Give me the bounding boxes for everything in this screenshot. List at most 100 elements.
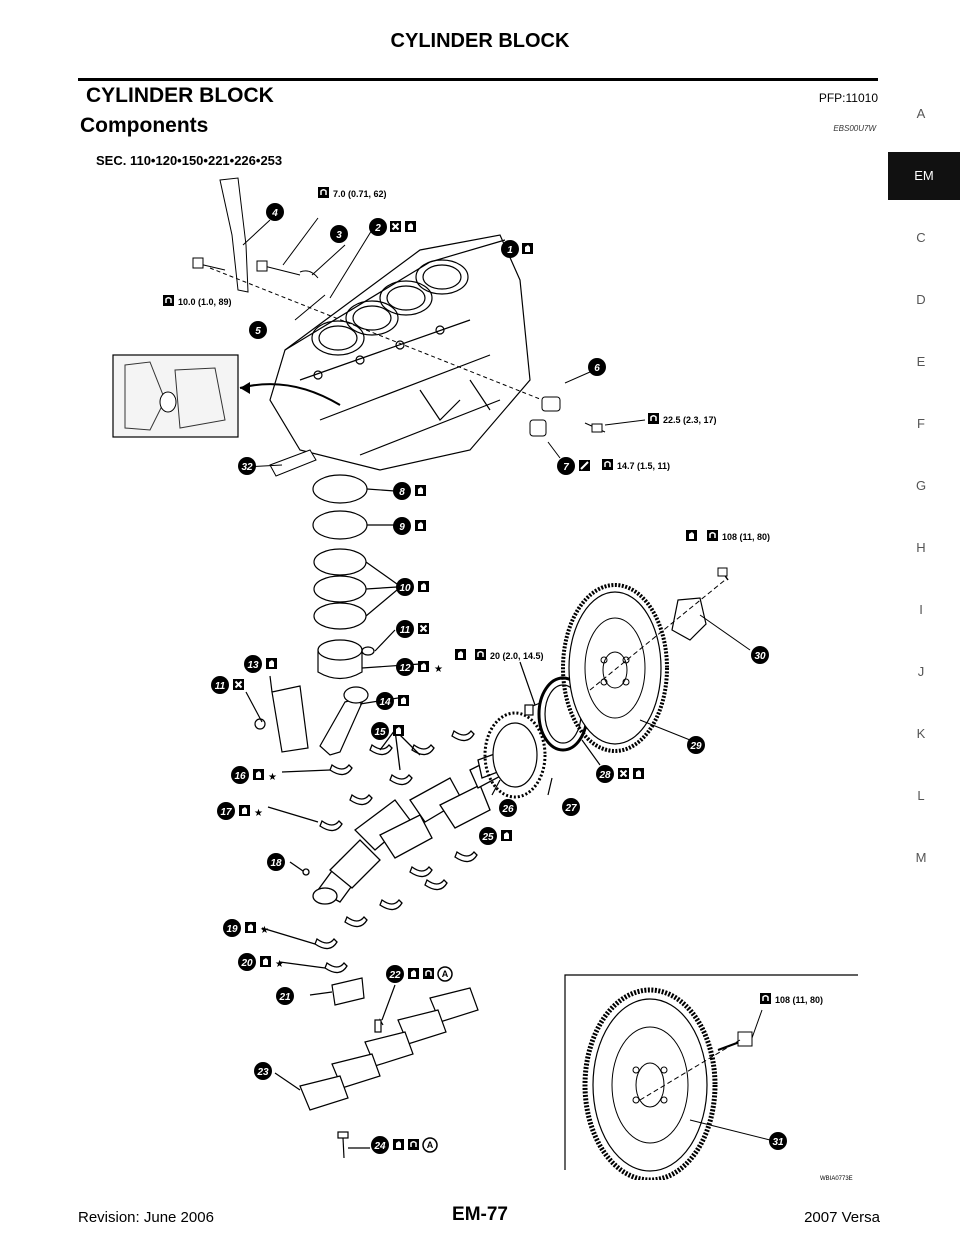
tab-m[interactable]: M xyxy=(915,850,927,865)
svg-text:11: 11 xyxy=(400,625,411,636)
callout-7: 7 xyxy=(557,457,591,475)
callout-32: 32 xyxy=(238,457,256,475)
tab-a[interactable]: A xyxy=(916,106,926,121)
svg-text:30: 30 xyxy=(754,651,766,662)
svg-text:10: 10 xyxy=(399,583,411,594)
callout-29: 29 xyxy=(687,736,705,754)
callout-15: 15 xyxy=(371,722,404,740)
svg-text:6: 6 xyxy=(594,363,600,374)
tab-d[interactable]: D xyxy=(916,292,926,307)
callout-17: 17 xyxy=(217,802,250,820)
flywheel-inset xyxy=(564,974,858,1180)
svg-text:24: 24 xyxy=(373,1141,386,1152)
tab-c[interactable]: C xyxy=(916,230,926,245)
index-tabs: A EM C D E F G H I J K L M xyxy=(882,0,960,1242)
svg-text:19: 19 xyxy=(226,924,238,935)
svg-text:26: 26 xyxy=(501,804,514,815)
tab-l[interactable]: L xyxy=(917,788,925,803)
callout-14: 14 xyxy=(376,692,409,710)
svg-text:17: 17 xyxy=(220,807,232,818)
piston-rod xyxy=(245,629,421,756)
svg-text:3: 3 xyxy=(336,230,342,241)
torque-label: 108 (11, 80) xyxy=(775,995,823,1005)
tab-i[interactable]: I xyxy=(919,602,923,617)
page-header: CYLINDER BLOCK xyxy=(390,30,570,52)
tab-h[interactable]: H xyxy=(916,540,926,555)
callout-25: 25 xyxy=(479,827,512,845)
drive-plate xyxy=(561,567,751,753)
svg-text:22: 22 xyxy=(388,970,401,981)
sec-line: SEC. 110•120•150•221•226•253 xyxy=(96,153,283,168)
svg-text:1: 1 xyxy=(507,245,513,256)
piston-rings xyxy=(312,474,398,630)
main-bearing-caps xyxy=(274,977,479,1159)
svg-text:4: 4 xyxy=(271,208,278,219)
svg-text:★: ★ xyxy=(254,808,263,819)
svg-text:★: ★ xyxy=(260,925,269,936)
callout-12: 12 xyxy=(396,658,429,676)
star-markers: ★ ★ ★ ★ ★ xyxy=(254,664,443,970)
header-rule xyxy=(78,78,878,81)
svg-text:A: A xyxy=(427,1140,434,1150)
tab-j[interactable]: J xyxy=(917,664,925,679)
callout-18: 18 xyxy=(267,853,285,871)
callout-11b: 11 xyxy=(211,676,245,694)
torque-label: 10.0 (1.0, 89) xyxy=(178,297,232,307)
callout-11a: 11 xyxy=(396,620,430,638)
subsection-code: EBS00U7W xyxy=(833,124,876,133)
callout-8: 8 xyxy=(393,482,426,500)
cylinder-block xyxy=(269,234,531,471)
svg-text:A: A xyxy=(442,969,449,979)
callout-31: 31 xyxy=(769,1132,787,1150)
svg-text:29: 29 xyxy=(689,741,702,752)
crankshaft xyxy=(289,751,509,905)
bearing-shells xyxy=(261,729,478,974)
tab-em[interactable]: EM xyxy=(888,152,960,200)
svg-text:9: 9 xyxy=(399,522,405,533)
torque-label: 22.5 (2.3, 17) xyxy=(663,415,717,425)
callout-9: 9 xyxy=(393,517,426,535)
svg-text:★: ★ xyxy=(434,664,443,675)
section-code: PFP:11010 xyxy=(818,91,878,105)
svg-text:31: 31 xyxy=(772,1137,784,1148)
svg-text:27: 27 xyxy=(564,803,577,814)
svg-text:12: 12 xyxy=(399,663,411,674)
svg-text:7: 7 xyxy=(563,462,569,473)
section-title: CYLINDER BLOCK xyxy=(86,84,274,107)
svg-text:28: 28 xyxy=(598,770,611,781)
torque-label: 14.7 (1.5, 11) xyxy=(617,461,670,471)
svg-text:21: 21 xyxy=(278,992,291,1003)
svg-text:2: 2 xyxy=(374,223,381,234)
callout-10: 10 xyxy=(396,578,429,596)
detail-inset xyxy=(112,354,341,438)
callout-22: 22 A xyxy=(386,965,453,983)
callout-21: 21 xyxy=(276,987,294,1005)
footer-revision: Revision: June 2006 xyxy=(78,1209,214,1226)
page-number: EM-77 xyxy=(452,1204,508,1225)
svg-text:11: 11 xyxy=(215,681,226,692)
tab-k[interactable]: K xyxy=(916,726,926,741)
subsection-title: Components xyxy=(80,114,209,137)
svg-text:32: 32 xyxy=(241,462,253,473)
tab-g[interactable]: G xyxy=(915,478,927,493)
tab-e[interactable]: E xyxy=(916,354,926,369)
callout-6: 6 xyxy=(588,358,606,376)
svg-text:15: 15 xyxy=(374,727,386,738)
svg-text:25: 25 xyxy=(481,832,494,843)
callout-4: 4 xyxy=(266,203,284,221)
svg-text:5: 5 xyxy=(255,326,261,337)
callout-23: 23 xyxy=(254,1062,272,1080)
svg-text:★: ★ xyxy=(275,959,284,970)
svg-text:14: 14 xyxy=(379,697,391,708)
torque-label: 108 (11, 80) xyxy=(722,532,770,542)
callout-27: 27 xyxy=(562,798,580,816)
callout-1: 1 xyxy=(501,240,533,258)
callout-19: 19 xyxy=(223,919,256,937)
tab-f[interactable]: F xyxy=(917,416,925,431)
side-parts xyxy=(244,371,646,477)
svg-text:13: 13 xyxy=(247,660,259,671)
callout-2: 2 xyxy=(369,218,416,236)
callout-3: 3 xyxy=(330,225,348,243)
bracket-bolts xyxy=(192,177,556,406)
svg-text:23: 23 xyxy=(256,1067,269,1078)
